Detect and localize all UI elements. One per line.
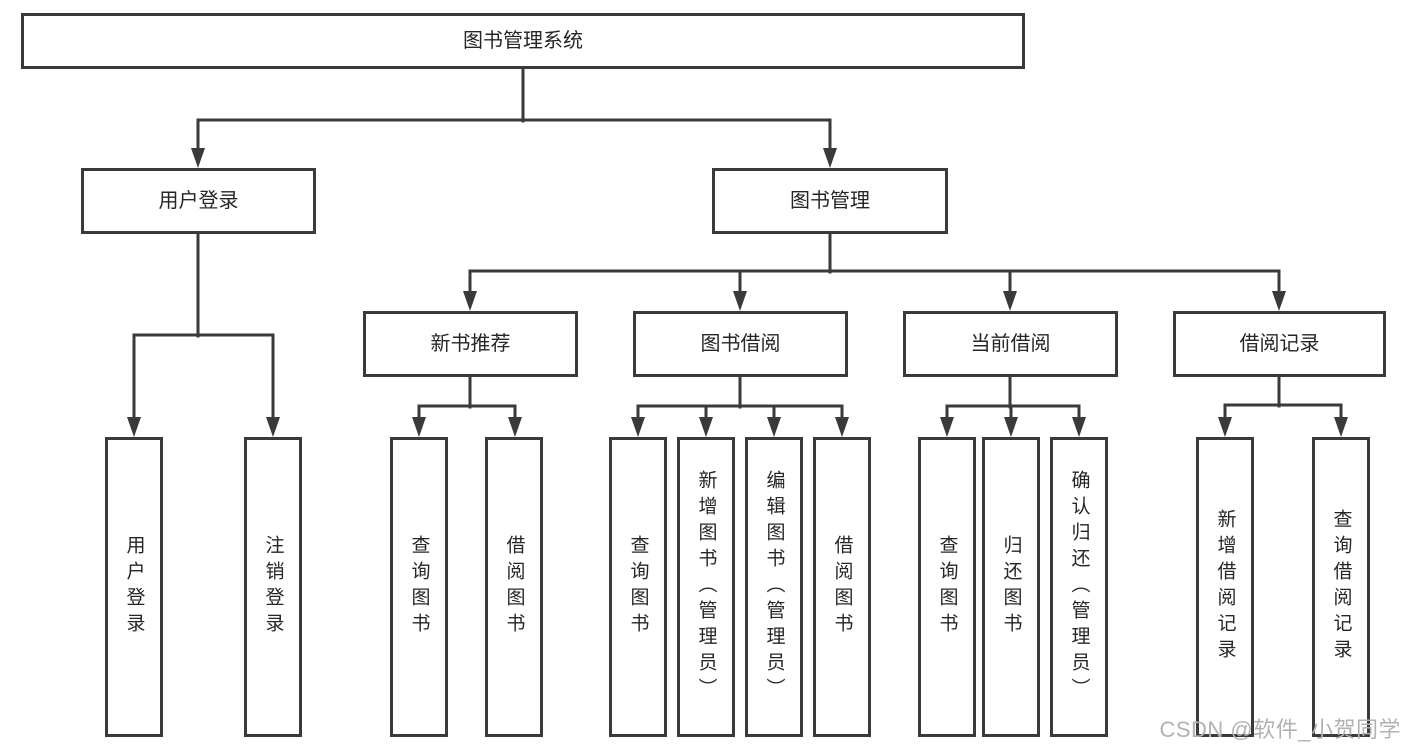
node-current-borrow-label: 当前借阅 xyxy=(970,333,1051,355)
node-borrow-records-label: 借阅记录 xyxy=(1239,333,1320,355)
node-root: 图书管理系统 xyxy=(21,13,1025,69)
csdn-watermark: CSDN @软件_小贺同学 xyxy=(1159,717,1401,742)
leaf-cb-confirm-return-admin: 确认归还（管理员） xyxy=(1050,437,1108,737)
leaf-br-add-record: 新增借阅记录 xyxy=(1196,437,1254,737)
leaf-user-login-label: 用户登录 xyxy=(123,535,145,639)
leaf-nb-borrow-book-label: 借阅图书 xyxy=(503,535,525,639)
leaf-cb-query-book: 查询图书 xyxy=(918,437,976,737)
leaf-bb-query-book-label: 查询图书 xyxy=(627,535,649,639)
leaf-bb-add-book-admin: 新增图书（管理员） xyxy=(677,437,735,737)
leaf-bb-query-book: 查询图书 xyxy=(609,437,667,737)
node-book-management: 图书管理 xyxy=(712,168,948,234)
connector-shafts xyxy=(132,67,1343,421)
node-borrow-records: 借阅记录 xyxy=(1173,311,1386,377)
leaf-br-add-record-label: 新增借阅记录 xyxy=(1214,509,1236,665)
node-book-borrow: 图书借阅 xyxy=(633,311,848,377)
node-user-login: 用户登录 xyxy=(81,168,316,234)
leaf-bb-borrow-book: 借阅图书 xyxy=(813,437,871,737)
node-book-borrow-label: 图书借阅 xyxy=(700,333,781,355)
leaf-br-query-record-label: 查询借阅记录 xyxy=(1330,509,1352,665)
node-new-book-recommend: 新书推荐 xyxy=(363,311,578,377)
node-current-borrow: 当前借阅 xyxy=(903,311,1118,377)
leaf-bb-borrow-book-label: 借阅图书 xyxy=(831,535,853,639)
leaf-br-query-record: 查询借阅记录 xyxy=(1312,437,1370,737)
node-book-management-label: 图书管理 xyxy=(790,190,870,212)
leaf-nb-query-book: 查询图书 xyxy=(390,437,448,737)
connector-arrowheads xyxy=(127,148,1348,437)
leaf-bb-add-book-admin-label: 新增图书（管理员） xyxy=(695,470,717,704)
leaf-user-login: 用户登录 xyxy=(105,437,163,737)
leaf-nb-borrow-book: 借阅图书 xyxy=(485,437,543,737)
leaf-cb-return-book-label: 归还图书 xyxy=(1000,535,1022,639)
leaf-cb-query-book-label: 查询图书 xyxy=(936,535,958,639)
node-new-book-recommend-label: 新书推荐 xyxy=(430,333,511,355)
leaf-cb-return-book: 归还图书 xyxy=(982,437,1040,737)
leaf-bb-edit-book-admin-label: 编辑图书（管理员） xyxy=(763,470,785,704)
leaf-logout: 注销登录 xyxy=(244,437,302,737)
node-root-label: 图书管理系统 xyxy=(463,30,583,52)
leaf-cb-confirm-return-admin-label: 确认归还（管理员） xyxy=(1068,470,1090,704)
node-user-login-label: 用户登录 xyxy=(158,190,239,212)
leaf-nb-query-book-label: 查询图书 xyxy=(408,535,430,639)
leaf-logout-label: 注销登录 xyxy=(262,535,284,639)
leaf-bb-edit-book-admin: 编辑图书（管理员） xyxy=(745,437,803,737)
